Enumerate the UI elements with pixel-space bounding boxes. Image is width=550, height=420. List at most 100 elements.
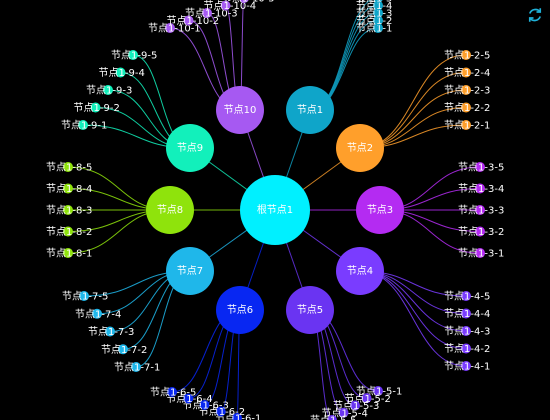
leaf-node[interactable] (461, 120, 471, 130)
child-node-circle[interactable] (286, 286, 334, 334)
leaf-node-label: 节点1-2 (356, 15, 392, 27)
leaf-node[interactable] (63, 226, 73, 237)
leaf-node-label: 节点1-4-4 (444, 308, 490, 320)
child-node[interactable]: 节点5 (286, 286, 334, 334)
leaf-node[interactable] (118, 344, 128, 355)
child-node[interactable]: 节点10 (216, 86, 264, 134)
leaf-node[interactable] (131, 362, 141, 372)
leaf-node[interactable] (63, 248, 73, 258)
leaf-node-label: 节点1-3-5 (458, 162, 504, 174)
leaf-node-label: 节点1-6-5 (150, 387, 196, 399)
leaf-node[interactable] (373, 0, 383, 11)
leaf-node[interactable] (373, 23, 383, 33)
leaf-node[interactable] (199, 400, 210, 410)
leaf-node-label: 节点1-4-3 (444, 326, 490, 338)
leaf-node[interactable] (461, 67, 471, 78)
leaf-node[interactable] (90, 102, 101, 113)
leaf-node[interactable] (461, 102, 471, 113)
child-node[interactable]: 节点8 (146, 186, 194, 234)
leaf-node[interactable] (78, 120, 88, 130)
leaf-node[interactable] (373, 15, 383, 26)
leaf-node-label: 节点1-8-4 (46, 183, 92, 195)
leaf-node-label: 节点1-10-5 (222, 0, 275, 5)
leaf-node[interactable] (475, 183, 485, 194)
leaf-node-label: 节点1-5 (356, 0, 392, 5)
child-node[interactable]: 节点2 (336, 124, 384, 172)
leaf-node[interactable] (461, 85, 471, 95)
leaf-node[interactable] (105, 326, 115, 337)
child-node-label: 节点2 (347, 142, 373, 154)
child-node-circle[interactable] (286, 86, 334, 134)
leaf-node[interactable] (475, 226, 485, 237)
child-node-circle[interactable] (216, 286, 264, 334)
leaf-node[interactable] (475, 248, 485, 258)
leaf-node[interactable] (202, 8, 212, 18)
leaf-node-label: 节点1-2-2 (444, 102, 490, 114)
child-node[interactable]: 节点1 (286, 86, 334, 134)
leaf-node[interactable] (475, 205, 485, 215)
leaf-node[interactable] (128, 50, 138, 60)
child-node[interactable]: 节点3 (356, 186, 404, 234)
leaf-node[interactable] (327, 415, 337, 420)
leaf-node-label: 节点1-4-2 (444, 343, 490, 355)
leaf-node[interactable] (165, 23, 175, 33)
child-node-circle[interactable] (336, 247, 384, 295)
leaf-node[interactable] (63, 205, 73, 215)
graph-leaf-nodes: 节点1-1节点1-2节点1-3节点1-4节点1-5节点1-2-1节点1-2-2节… (46, 0, 504, 420)
leaf-node[interactable] (350, 400, 360, 411)
leaf-node[interactable] (183, 393, 194, 404)
leaf-node[interactable] (361, 393, 372, 404)
graph-root-node[interactable]: 根节点1 (240, 175, 310, 245)
leaf-node-label: 节点1-9-1 (61, 120, 107, 132)
root-node-circle[interactable] (240, 175, 310, 245)
leaf-node[interactable] (373, 8, 383, 18)
child-node-circle[interactable] (166, 247, 214, 295)
leaf-node[interactable] (103, 85, 113, 95)
child-node-circle[interactable] (336, 124, 384, 172)
refresh-icon[interactable] (526, 6, 544, 24)
leaf-node[interactable] (232, 413, 242, 420)
leaf-node[interactable] (461, 291, 471, 301)
child-node-circle[interactable] (356, 186, 404, 234)
leaf-node-label: 节点1-9-2 (74, 102, 120, 114)
child-node-label: 节点8 (157, 204, 183, 216)
leaf-node-label: 节点1-3-4 (458, 183, 504, 195)
child-node[interactable]: 节点7 (166, 247, 214, 295)
leaf-node[interactable] (79, 291, 89, 301)
child-node-circle[interactable] (146, 186, 194, 234)
leaf-node[interactable] (461, 326, 471, 336)
leaf-node[interactable] (338, 407, 349, 418)
leaf-node[interactable] (461, 50, 471, 60)
leaf-node[interactable] (461, 361, 471, 371)
child-node-label: 节点3 (367, 204, 393, 216)
leaf-node[interactable] (63, 162, 73, 172)
leaf-node[interactable] (461, 343, 471, 354)
leaf-node-label: 节点1-2-5 (444, 50, 490, 62)
leaf-node-label: 节点1-3-2 (458, 226, 504, 238)
leaf-node[interactable] (183, 15, 194, 26)
leaf-node[interactable] (220, 0, 231, 11)
child-node[interactable]: 节点9 (166, 124, 214, 172)
leaf-node[interactable] (215, 406, 226, 417)
leaf-node[interactable] (167, 387, 177, 397)
leaf-node[interactable] (461, 308, 471, 319)
leaf-node[interactable] (239, 0, 249, 3)
leaf-node[interactable] (63, 183, 73, 194)
child-node-circle[interactable] (216, 86, 264, 134)
leaf-node[interactable] (373, 0, 383, 3)
leaf-node-label: 节点1-8-2 (46, 226, 92, 238)
leaf-node[interactable] (115, 67, 126, 78)
leaf-node-label: 节点1-9-4 (99, 67, 145, 79)
leaf-node-label: 节点1-10-3 (185, 8, 238, 20)
child-node-circle[interactable] (166, 124, 214, 172)
leaf-node[interactable] (92, 308, 102, 319)
leaf-node[interactable] (373, 386, 383, 396)
leaf-node-label: 节点1-3-3 (458, 205, 504, 217)
child-node[interactable]: 节点6 (216, 286, 264, 334)
leaf-node[interactable] (475, 162, 485, 172)
child-node[interactable]: 节点4 (336, 247, 384, 295)
child-node-label: 节点4 (347, 265, 373, 277)
leaf-node-label: 节点1-3-1 (458, 248, 504, 260)
leaf-node-label: 节点1-7-2 (101, 344, 147, 356)
